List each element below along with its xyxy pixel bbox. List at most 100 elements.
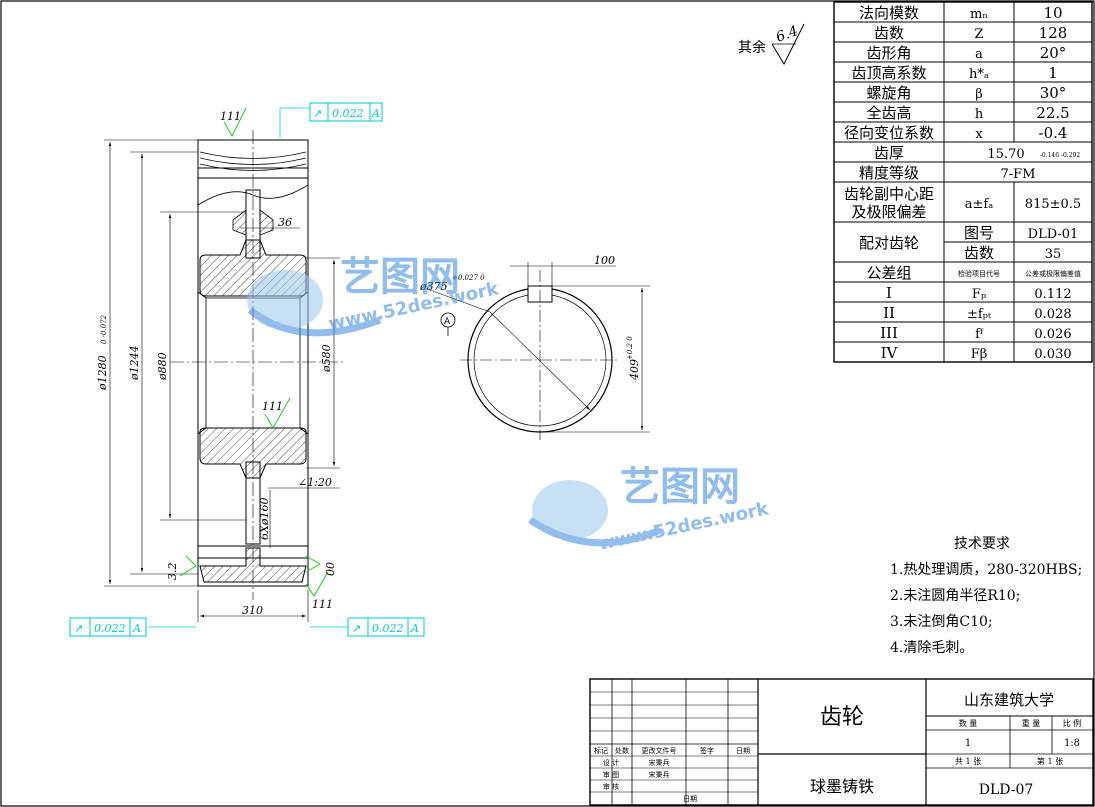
param-name-5: 全齿高	[866, 104, 911, 122]
dim-kw100: 100	[594, 254, 615, 267]
tb-label-change: 更改文件号	[642, 746, 677, 755]
tol-right-symbol: ↗	[352, 622, 361, 635]
param-sym-4: β	[975, 87, 983, 102]
diameter-dimensions	[104, 139, 340, 622]
tol-left-value: 0.022	[94, 622, 126, 635]
tb-label-date2: 日期	[683, 795, 697, 803]
roughness-symbols	[179, 107, 329, 597]
param-val-5: 22.5	[1036, 104, 1069, 122]
thickness-tol: -0.146 -0.292	[1040, 152, 1080, 159]
roughness-111-bottom: 111	[312, 598, 333, 611]
tech-req-item-4: 4.清除毛刺。	[890, 640, 973, 656]
param-rows: 法向模数 mₙ 10 齿数 Z 128 齿形角 a 20° 齿顶高系数 h*ₐ …	[844, 4, 1081, 362]
param-sym-2: a	[975, 47, 983, 62]
hatch-lower-rim	[199, 547, 307, 583]
keyway-end-view	[429, 262, 650, 440]
tb-label-mark: 标记	[594, 746, 608, 755]
tb-sheet-no: 第 1 张	[1037, 756, 1063, 766]
tb-school: 山东建筑大学	[964, 691, 1054, 709]
center-val: 815±0.5	[1025, 197, 1081, 212]
tol-frame-top: ↗ 0.022 A	[279, 102, 383, 138]
tol-top-datum: A	[371, 107, 380, 120]
dim-w310: 310	[242, 604, 263, 617]
tol-sym-2: fᶠ	[975, 327, 984, 342]
center-sym: a±fₐ	[965, 197, 993, 212]
surface-other-label: 其余	[738, 39, 766, 56]
tb-scale: 1:8	[1064, 738, 1080, 749]
param-sym-0: mₙ	[970, 7, 988, 22]
tb-label-review: 审 图	[603, 770, 619, 779]
center-name-2: 及极限偏差	[851, 203, 926, 221]
mate-teeth: 35	[1045, 247, 1062, 262]
tb-drawing-no: DLD-07	[979, 782, 1034, 798]
roughness-00: 00	[324, 562, 337, 576]
param-val-2: 20°	[1040, 44, 1067, 62]
dim-d1280-tol: 0 -0.072	[100, 314, 108, 344]
datum-a-label: A	[444, 317, 451, 327]
watermark-2-brand: 艺图网	[620, 464, 740, 510]
dim-d375-tol: +0.027 0	[452, 274, 485, 282]
thickness-name: 齿厚	[874, 144, 904, 162]
dim-d1280: ø1280	[96, 355, 109, 391]
param-name-2: 齿形角	[866, 44, 911, 62]
param-sym-6: x	[975, 127, 983, 142]
mate-name: 配对齿轮	[859, 234, 919, 252]
tb-designer: 宋秉兵	[649, 758, 670, 767]
tb-label-sign: 签字	[700, 746, 714, 755]
thickness-val: 15.70	[987, 147, 1024, 162]
tol-grp-1: II	[883, 304, 895, 322]
param-val-0: 10	[1043, 4, 1062, 22]
tol-val-0: 0.112	[1034, 287, 1071, 302]
tb-weight-label: 重 量	[1022, 718, 1041, 728]
tol-group-c2: 检验项目代号	[958, 269, 1000, 278]
surface-other-value: 6.4	[774, 23, 800, 46]
tol-group-c3: 公差或极限偏差值	[1025, 269, 1081, 278]
tb-sheets-total: 共 1 张	[955, 757, 981, 766]
tb-material: 球墨铸铁	[810, 777, 874, 796]
tol-sym-0: Fₚ	[972, 287, 986, 302]
watermark-1-brand: 艺图网	[340, 254, 460, 300]
tol-frame-right: ↗ 0.022 A	[310, 617, 425, 637]
param-name-4: 螺旋角	[866, 84, 911, 102]
tb-part-name: 齿轮	[820, 705, 864, 730]
hatch-lower-hub	[199, 427, 307, 479]
param-name-1: 齿数	[874, 24, 904, 42]
tech-requirements: 技术要求 1.热处理调质，280-320HBS; 2.未注圆角半径R10; 3.…	[890, 536, 1082, 656]
tol-right-datum: A	[410, 622, 419, 635]
param-table	[833, 1, 1093, 363]
tol-frame-left: ↗ 0.022 A	[69, 617, 196, 637]
tol-sym-1: ±fₚₜ	[967, 307, 992, 322]
title-block	[589, 678, 1094, 806]
roughness-111-top: 111	[220, 110, 241, 123]
surface-other-symbol	[771, 23, 805, 66]
tb-label-audit: 审 核	[603, 782, 619, 791]
roughness-111-mid: 111	[262, 400, 283, 413]
dim-holes: 6Xø160	[258, 498, 271, 540]
tol-val-3: 0.030	[1034, 347, 1071, 362]
dim-w36: 36	[278, 216, 292, 229]
dim-d880: ø880	[156, 352, 169, 381]
param-val-3: 1	[1048, 64, 1058, 82]
tb-qty: 1	[965, 738, 971, 749]
dim-kh409: 409	[628, 359, 641, 381]
tol-left-symbol: ↗	[74, 622, 83, 635]
tol-val-1: 0.028	[1034, 307, 1071, 322]
tol-left-datum: A	[132, 622, 141, 635]
tech-req-title: 技术要求	[954, 536, 1010, 552]
center-name-1: 齿轮副中心距	[844, 185, 934, 203]
tech-req-item-2: 2.未注圆角半径R10;	[890, 588, 1020, 604]
tol-sym-3: Fβ	[971, 347, 988, 362]
tb-label-count: 处数	[615, 746, 629, 755]
param-val-4: 30°	[1040, 84, 1067, 102]
tb-qty-label: 数 量	[959, 718, 978, 728]
tol-grp-2: III	[880, 324, 898, 342]
param-val-6: -0.4	[1039, 124, 1068, 142]
tol-val-2: 0.026	[1034, 327, 1071, 342]
tb-label-design: 设 计	[603, 758, 619, 767]
tb-scale-label: 比 例	[1063, 718, 1082, 728]
param-val-1: 128	[1039, 24, 1068, 42]
title-block-labels: 标记 处数 更改文件号 签字 日期 设 计 审 图 审 核 日期 宋秉兵 宋秉兵	[594, 746, 750, 803]
tol-grp-3: IV	[881, 344, 899, 362]
